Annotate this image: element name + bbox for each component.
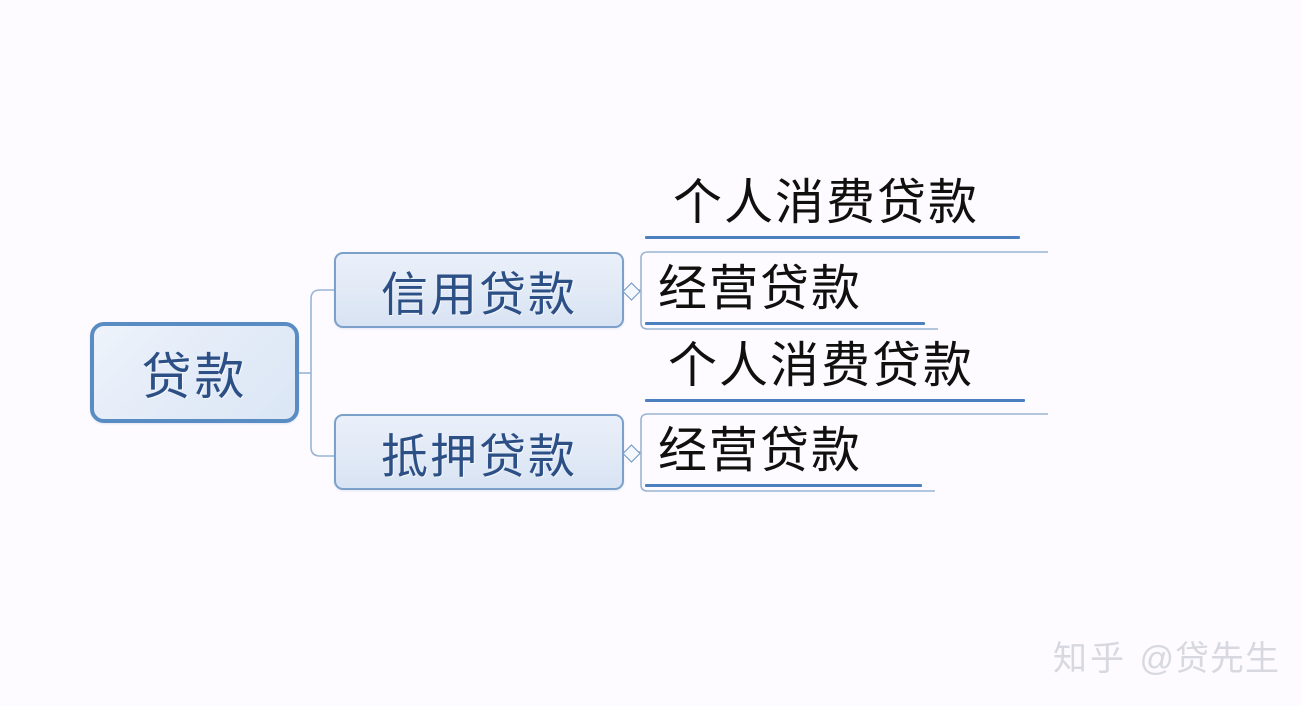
mindmap-node-credit-loan[interactable]: 信用贷款 xyxy=(334,252,624,328)
collapse-knob-mortgage-loan[interactable] xyxy=(622,444,641,463)
leaf-underline xyxy=(645,484,922,487)
mindmap-node-mortgage-loan[interactable]: 抵押贷款 xyxy=(334,414,624,490)
leaf-underline xyxy=(645,399,1025,402)
mindmap-node-root[interactable]: 贷款 xyxy=(90,322,299,423)
mindmap-leaf-credit-business-loan[interactable]: 经营贷款 xyxy=(645,261,925,325)
connector-root-to-mortgage xyxy=(310,446,334,457)
mindmap-leaf-mortgage-personal-consumer-loan[interactable]: 个人消费贷款 xyxy=(645,338,1025,402)
leaf-underline xyxy=(645,322,925,325)
leaf-label: 经营贷款 xyxy=(658,423,863,478)
mindmap-leaf-credit-personal-consumer-loan[interactable]: 个人消费贷款 xyxy=(645,175,1020,239)
leaf-label: 经营贷款 xyxy=(658,261,863,316)
connector-credit-to-leaf-1 xyxy=(640,251,1048,259)
watermark: 知乎 @贷先生 xyxy=(1053,631,1280,680)
leaf-label: 个人消费贷款 xyxy=(673,175,980,230)
connector-root-to-credit xyxy=(310,289,334,300)
watermark-handle: @贷先生 xyxy=(1139,640,1280,678)
leaf-label: 个人消费贷款 xyxy=(668,338,975,393)
branch-label-credit-loan: 信用贷款 xyxy=(381,269,577,322)
collapse-knob-credit-loan[interactable] xyxy=(622,282,641,301)
branch-label-mortgage-loan: 抵押贷款 xyxy=(381,431,577,484)
root-label: 贷款 xyxy=(141,348,248,405)
watermark-site: 知乎 xyxy=(1053,640,1128,678)
connector-mortgage-to-leaf-1 xyxy=(640,413,1048,421)
leaf-underline xyxy=(645,236,1020,239)
mindmap-leaf-mortgage-business-loan[interactable]: 经营贷款 xyxy=(645,423,922,487)
